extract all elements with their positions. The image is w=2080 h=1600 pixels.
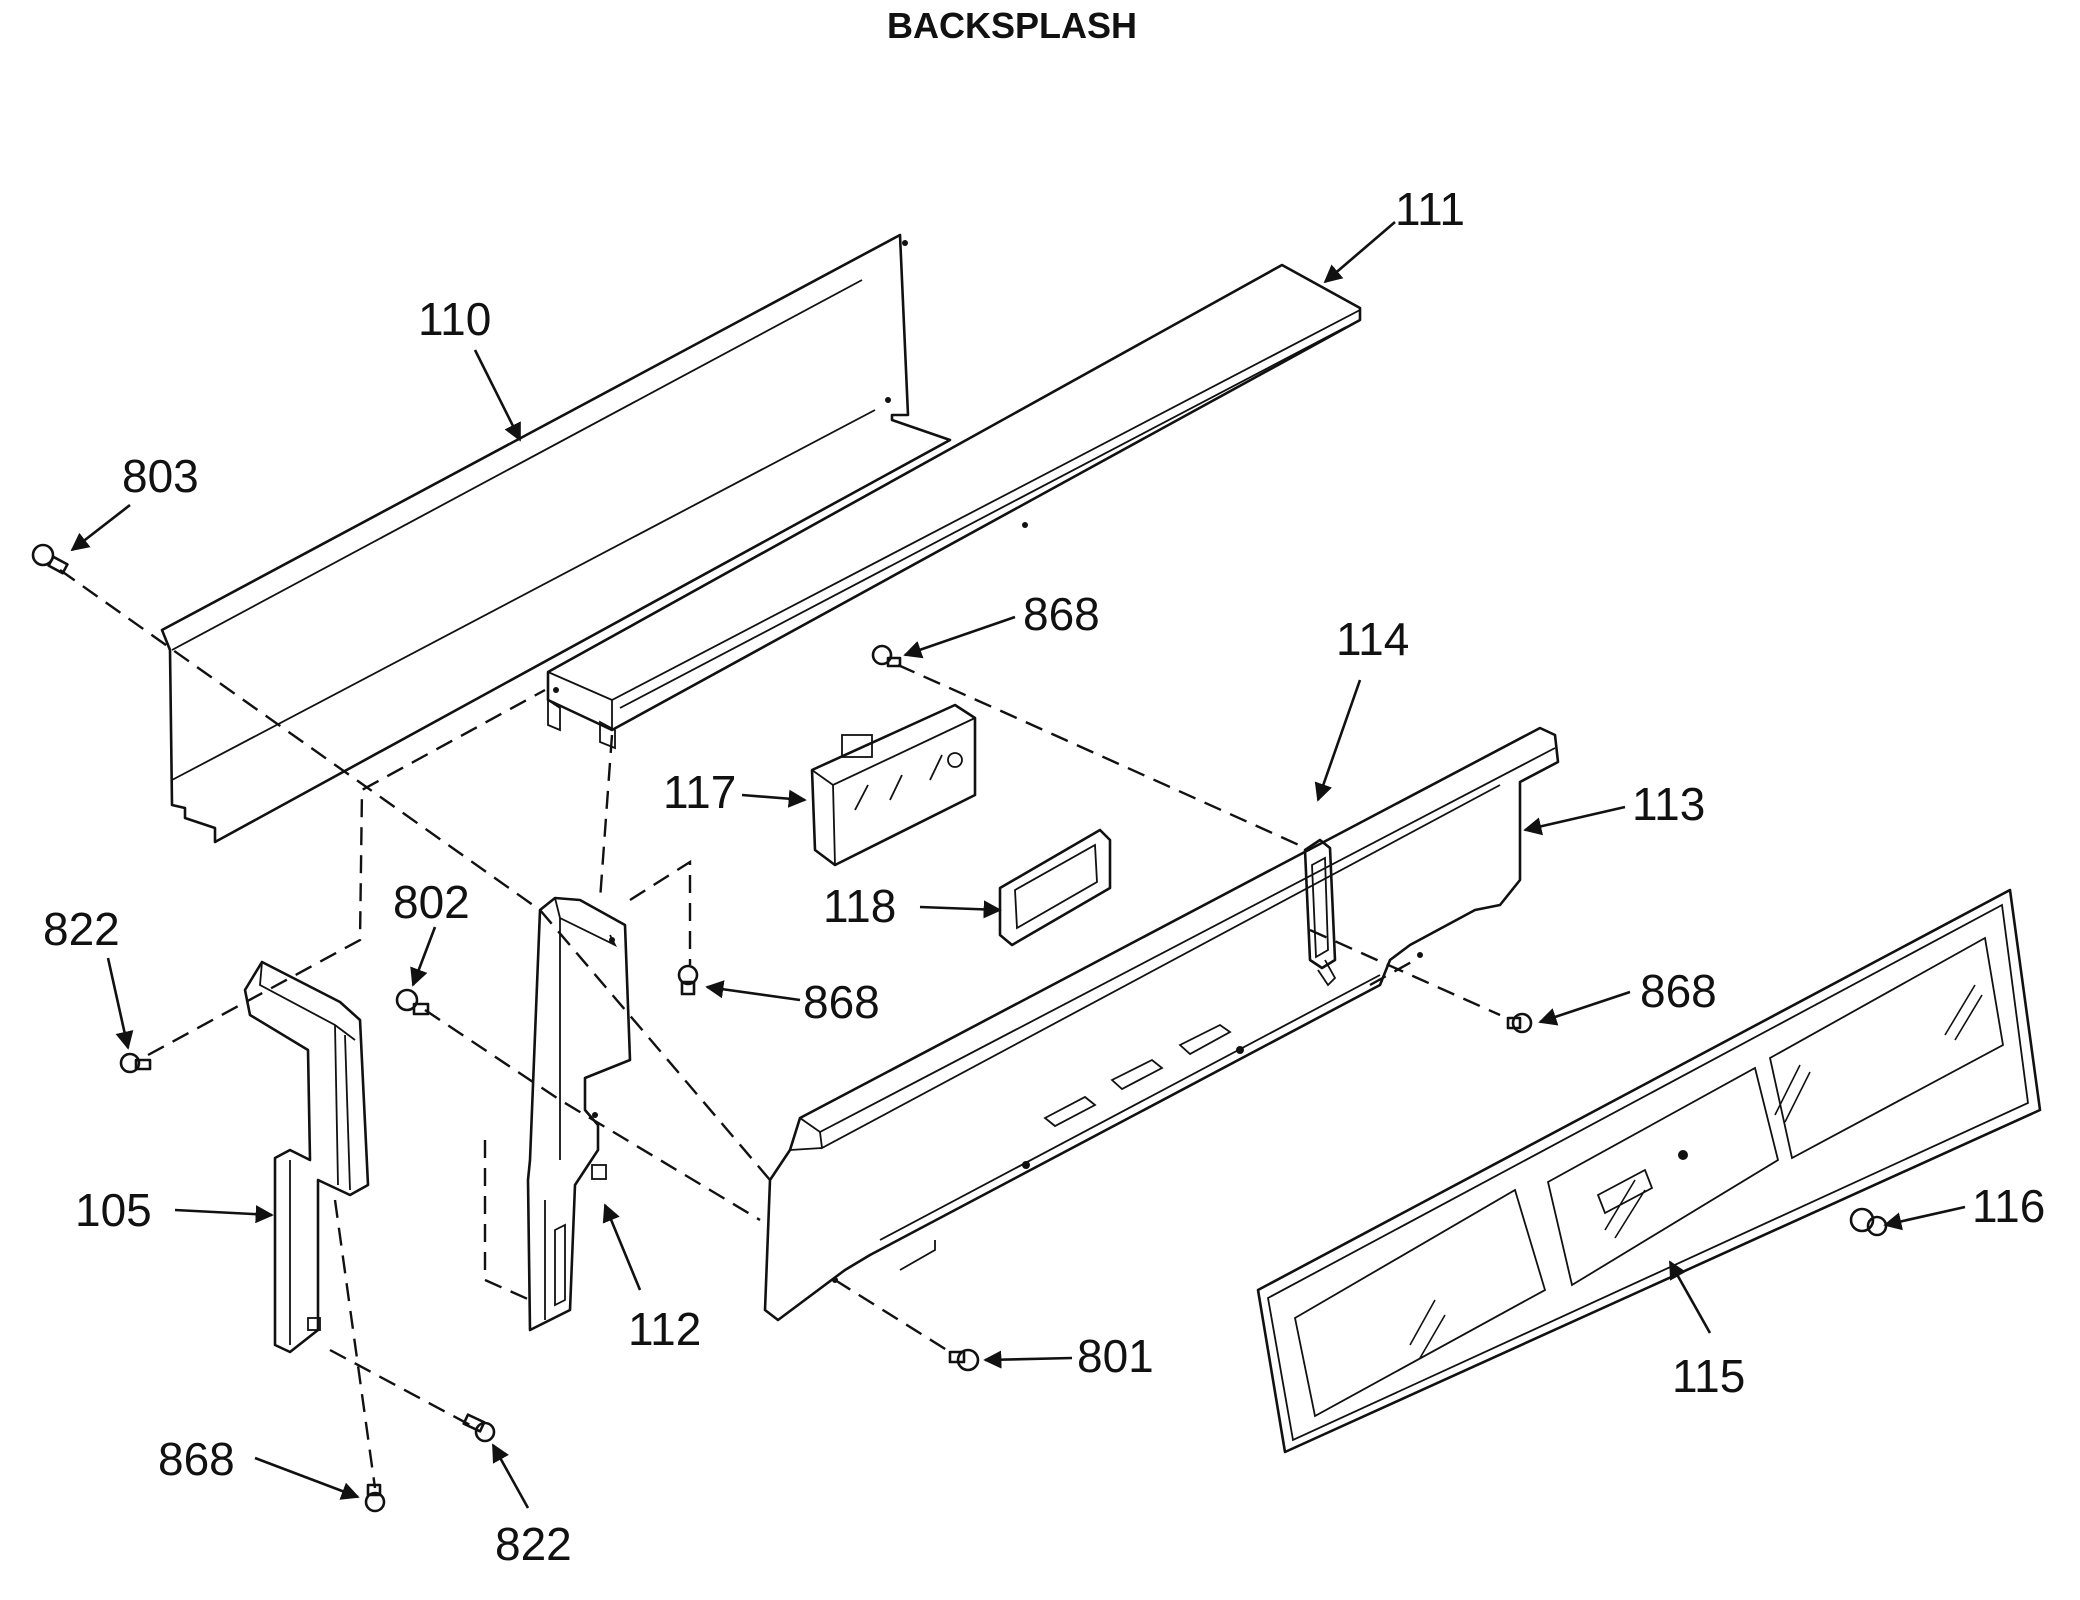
part-112-end-bracket [526,896,632,1332]
callout-110: 110 [418,293,491,345]
callout-116: 116 [1972,1180,2045,1232]
screws [31,543,1888,1513]
callout-801: 801 [1077,1330,1154,1382]
screw-822-left [119,1052,152,1074]
screw-868-right [1506,1012,1533,1034]
callout-114: 114 [1336,613,1409,665]
plug-116 [1849,1207,1888,1237]
part-115-glass-panel [1256,888,2042,1454]
callout-105: 105 [75,1184,152,1236]
callout-822-left: 822 [43,903,120,955]
assembly-lines [59,569,1501,1489]
screw-801 [948,1348,980,1372]
callout-113: 113 [1632,778,1705,830]
callout-868-top: 868 [1023,588,1100,640]
callout-111: 111 [1395,183,1465,235]
diagram-title: BACKSPLASH [887,5,1137,46]
callout-118: 118 [823,880,896,932]
part-105-end-cap [243,960,370,1354]
part-117-clock-module [810,703,977,867]
part-114-bracket-clip [1303,838,1337,987]
callout-802: 802 [393,876,470,928]
part-113-control-bracket [763,726,1560,1322]
callout-115: 115 [1672,1350,1745,1402]
screw-868-top [871,644,902,668]
screw-803 [31,543,69,575]
callout-868-mid: 868 [803,976,880,1028]
callout-112: 112 [628,1303,701,1355]
part-110-rear-panel [160,233,952,844]
screw-868-bottom [364,1483,386,1513]
callout-labels: 111 110 803 868 114 117 113 118 802 822 … [43,183,2045,1570]
screw-802 [395,988,430,1016]
part-111-top-trim [546,263,1362,750]
leader-arrows [70,221,1966,1509]
callout-868-bottom: 868 [158,1433,235,1485]
screw-868-mid [677,964,699,996]
part-118-clock-lens [998,828,1112,947]
callout-822-bottom: 822 [495,1518,572,1570]
screw-822-bottom [462,1413,496,1443]
callout-803: 803 [122,450,199,502]
callout-117: 117 [663,766,736,818]
callout-868-right: 868 [1640,965,1717,1017]
